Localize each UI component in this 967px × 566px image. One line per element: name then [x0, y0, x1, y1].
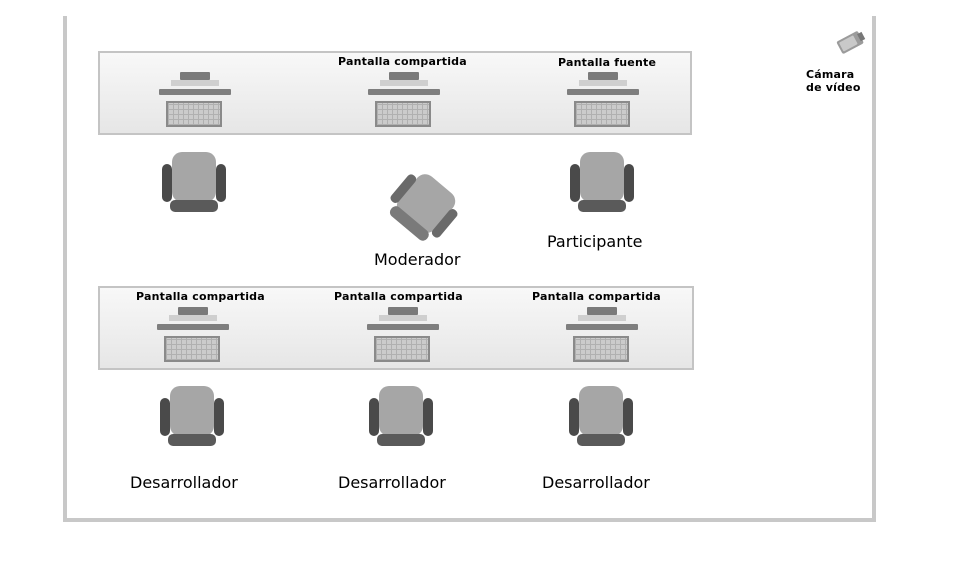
monitor-stand-icon [169, 315, 217, 321]
camera-label-line2: de vídeo [806, 81, 861, 94]
room-outline [63, 16, 876, 522]
workstation-bottom-center [367, 307, 447, 367]
keyboard-icon [164, 336, 220, 362]
monitor-icon [588, 72, 618, 80]
developer-chair-icon [160, 386, 224, 446]
developer-chair-icon [569, 386, 633, 446]
monitor-icon [389, 72, 419, 80]
monitor-stand-icon [379, 315, 427, 321]
developer-label-1: Desarrollador [130, 473, 238, 492]
top-shared-screen-label: Pantalla compartida [338, 55, 467, 68]
workstation-top-right [567, 72, 647, 132]
workstation-bottom-right [566, 307, 646, 367]
keyboard-icon [166, 101, 222, 127]
monitor-base-icon [566, 324, 638, 330]
monitor-icon [587, 307, 617, 315]
monitor-base-icon [368, 89, 440, 95]
chair-icon [162, 152, 226, 212]
camera-label-line1: Cámara [806, 68, 855, 81]
keyboard-icon [574, 101, 630, 127]
top-source-screen-label: Pantalla fuente [558, 56, 657, 69]
workstation-top-left [159, 72, 239, 132]
monitor-stand-icon [171, 80, 219, 86]
workstation-bottom-left [157, 307, 237, 367]
bottom-shared-screen-label-2: Pantalla compartida [334, 290, 463, 303]
workstation-top-center [368, 72, 448, 132]
monitor-icon [180, 72, 210, 80]
video-camera-icon [836, 31, 866, 54]
keyboard-icon [375, 101, 431, 127]
keyboard-icon [573, 336, 629, 362]
developer-label-2: Desarrollador [338, 473, 446, 492]
keyboard-icon [374, 336, 430, 362]
participant-label: Participante [547, 232, 643, 251]
monitor-stand-icon [380, 80, 428, 86]
monitor-base-icon [157, 324, 229, 330]
monitor-base-icon [159, 89, 231, 95]
monitor-stand-icon [579, 80, 627, 86]
monitor-icon [178, 307, 208, 315]
monitor-base-icon [567, 89, 639, 95]
monitor-stand-icon [578, 315, 626, 321]
participant-chair-icon [570, 152, 634, 212]
monitor-icon [388, 307, 418, 315]
moderator-label: Moderador [374, 250, 461, 269]
developer-chair-icon [369, 386, 433, 446]
camera-label: Cámara de vídeo [806, 68, 861, 94]
developer-label-3: Desarrollador [542, 473, 650, 492]
bottom-shared-screen-label-1: Pantalla compartida [136, 290, 265, 303]
bottom-shared-screen-label-3: Pantalla compartida [532, 290, 661, 303]
moderator-chair-icon [389, 174, 458, 241]
monitor-base-icon [367, 324, 439, 330]
